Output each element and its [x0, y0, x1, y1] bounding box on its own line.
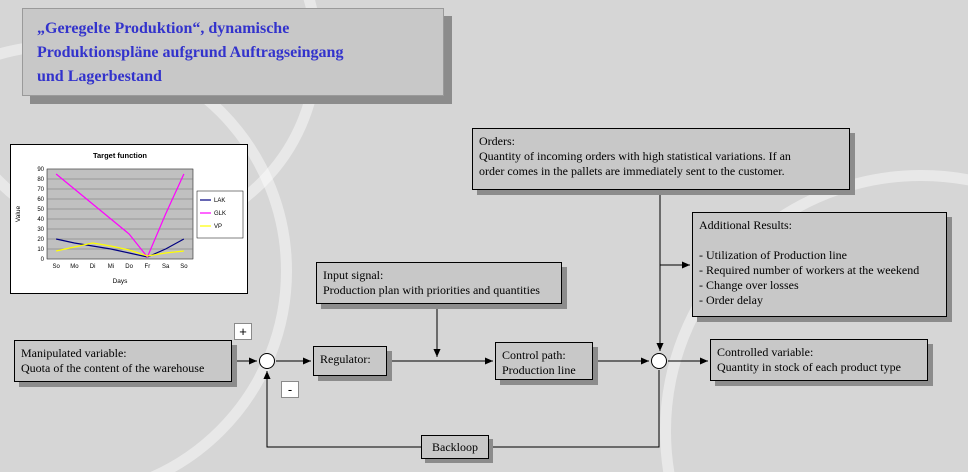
orders-box: Orders: Quantity of incoming orders with… [472, 128, 850, 190]
plus-sign-label: + [234, 323, 252, 340]
svg-text:Do: Do [125, 264, 133, 270]
svg-text:VP: VP [214, 224, 222, 230]
backloop-label: Backloop [432, 440, 478, 454]
backloop-box: Backloop [421, 435, 489, 459]
slide-title-line: „Geregelte Produktion“, dynamische [37, 20, 290, 37]
orders-text: Quantity of incoming orders with high st… [479, 149, 791, 163]
svg-text:Mo: Mo [70, 264, 79, 270]
slide-title: „Geregelte Produktion“, dynamische Produ… [22, 8, 444, 96]
svg-text:Value: Value [15, 206, 22, 223]
svg-text:Sa: Sa [162, 264, 170, 270]
svg-text:60: 60 [37, 197, 44, 203]
additional-results-item: - Required number of workers at the week… [699, 263, 920, 277]
additional-results-title: Additional Results: [699, 218, 792, 232]
additional-results-item: - Order delay [699, 293, 763, 307]
manipulated-variable-title: Manipulated variable: [21, 346, 127, 360]
svg-text:LAK: LAK [214, 198, 225, 204]
svg-text:20: 20 [37, 237, 44, 243]
svg-text:50: 50 [37, 207, 44, 213]
svg-text:Mi: Mi [108, 264, 114, 270]
svg-text:Fr: Fr [145, 264, 151, 270]
svg-text:80: 80 [37, 177, 44, 183]
summing-junction-left [259, 353, 275, 369]
controlled-variable-box: Controlled variable: Quantity in stock o… [710, 339, 928, 381]
svg-text:40: 40 [37, 217, 44, 223]
controlled-variable-text: Quantity in stock of each product type [717, 360, 901, 374]
svg-text:So: So [180, 264, 188, 270]
control-path-text: Production line [502, 363, 576, 377]
svg-text:GLK: GLK [214, 211, 226, 217]
svg-text:30: 30 [37, 227, 44, 233]
regulator-box: Regulator: [313, 346, 387, 376]
additional-results-box: Additional Results: - Utilization of Pro… [692, 212, 947, 317]
orders-title: Orders: [479, 134, 515, 148]
additional-results-item: - Utilization of Production line [699, 248, 847, 262]
svg-text:Target function: Target function [93, 151, 147, 160]
input-signal-box: Input signal: Production plan with prior… [316, 262, 562, 304]
svg-text:Days: Days [113, 278, 129, 285]
additional-results-item: - Change over losses [699, 278, 799, 292]
svg-text:90: 90 [37, 167, 44, 173]
slide-title-line: Produktionspläne aufgrund Auftragseingan… [37, 44, 344, 61]
svg-text:So: So [52, 264, 60, 270]
svg-text:0: 0 [41, 257, 45, 263]
control-path-box: Control path: Production line [495, 342, 593, 380]
manipulated-variable-text: Quota of the content of the warehouse [21, 361, 205, 375]
minus-sign-label: - [281, 381, 299, 398]
regulator-title: Regulator: [320, 352, 371, 366]
control-path-title: Control path: [502, 348, 566, 362]
controlled-variable-title: Controlled variable: [717, 345, 814, 359]
slide-title-line: und Lagerbestand [37, 68, 162, 85]
orders-text: order comes in the pallets are immediate… [479, 164, 785, 178]
svg-text:70: 70 [37, 187, 44, 193]
spacer [699, 233, 940, 248]
summing-junction-right [651, 353, 667, 369]
input-signal-title: Input signal: [323, 268, 384, 282]
input-signal-text: Production plan with priorities and quan… [323, 283, 540, 297]
svg-text:10: 10 [37, 247, 44, 253]
svg-text:Di: Di [90, 264, 96, 270]
manipulated-variable-box: Manipulated variable: Quota of the conte… [14, 340, 232, 382]
